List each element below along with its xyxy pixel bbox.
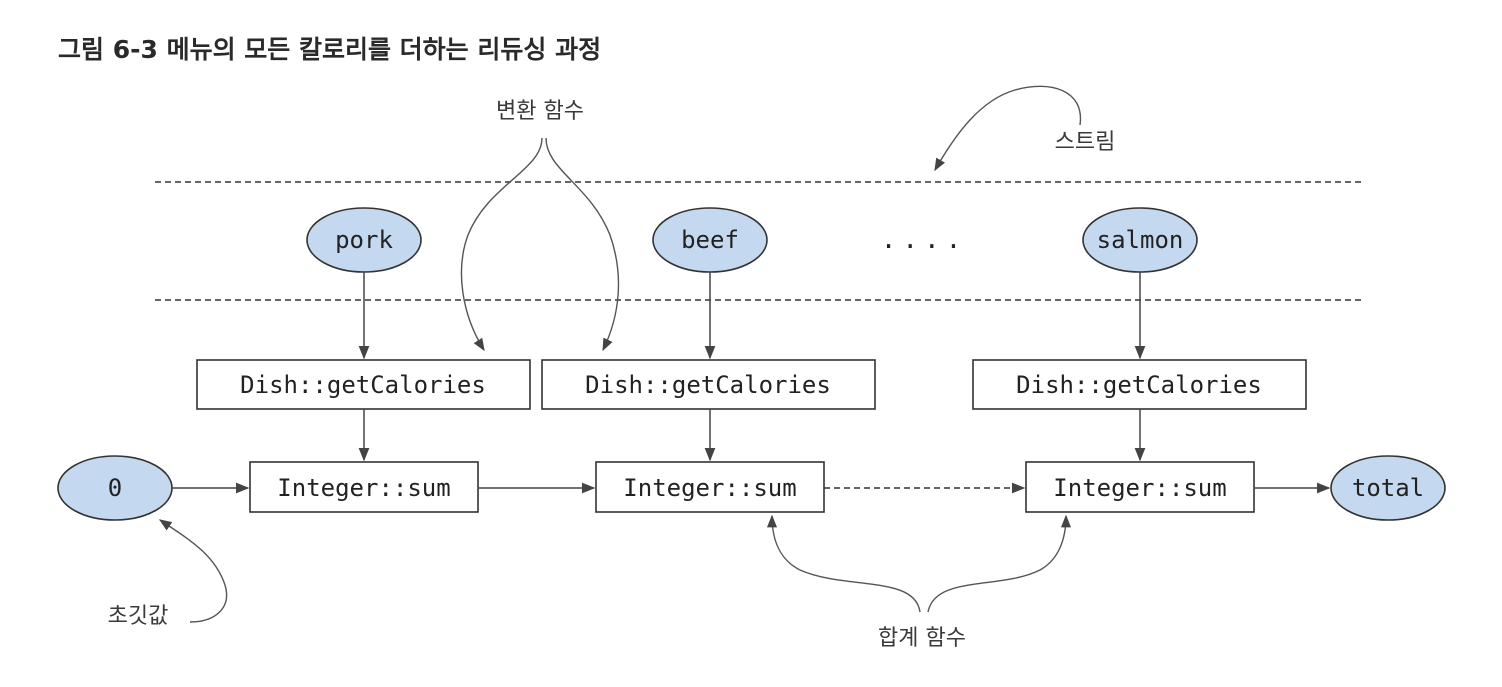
stream-item-beef: beef bbox=[652, 207, 768, 273]
result-node: total bbox=[1330, 455, 1446, 521]
stream-label: 스트림 bbox=[1055, 130, 1116, 155]
transform-function-label: 변환 함수 bbox=[496, 99, 584, 124]
mapper-box-2: Dish::getCalories bbox=[541, 359, 876, 410]
mapper-box-1: Dish::getCalories bbox=[196, 359, 531, 410]
mapper-box-3: Dish::getCalories bbox=[972, 359, 1307, 410]
svg-text:Dish::getCalories: Dish::getCalories bbox=[585, 371, 831, 399]
initial-value-label: 초깃값 bbox=[108, 604, 169, 629]
reducer-box-1: Integer::sum bbox=[249, 461, 479, 513]
reducer-box-3: Integer::sum bbox=[1025, 461, 1255, 513]
transform-arrow-right bbox=[545, 137, 620, 352]
svg-text:Integer::sum: Integer::sum bbox=[623, 474, 796, 502]
svg-text:0: 0 bbox=[108, 474, 122, 502]
stream-arrow bbox=[934, 85, 1082, 172]
svg-text:Integer::sum: Integer::sum bbox=[277, 474, 450, 502]
svg-text:pork: pork bbox=[335, 226, 393, 254]
svg-text:salmon: salmon bbox=[1097, 226, 1184, 254]
figure-title: 그림 6-3 메뉴의 모든 칼로리를 더하는 리듀싱 과정 bbox=[58, 35, 601, 64]
stream-item-salmon: salmon bbox=[1082, 207, 1198, 273]
svg-text:total: total bbox=[1352, 474, 1424, 502]
reducer-box-2: Integer::sum bbox=[595, 461, 825, 513]
svg-text:beef: beef bbox=[681, 226, 739, 254]
svg-text:Dish::getCalories: Dish::getCalories bbox=[1016, 371, 1262, 399]
stream-item-pork: pork bbox=[306, 207, 422, 273]
svg-text:Dish::getCalories: Dish::getCalories bbox=[240, 371, 486, 399]
sum-function-label: 합계 함수 bbox=[878, 626, 966, 651]
initial-value-node: 0 bbox=[57, 455, 173, 521]
svg-text:Integer::sum: Integer::sum bbox=[1053, 474, 1226, 502]
sum-arrow-left bbox=[766, 514, 921, 613]
initial-value-arrow bbox=[158, 519, 228, 623]
transform-arrow-left bbox=[460, 137, 543, 352]
sum-arrow-right bbox=[927, 514, 1072, 613]
stream-ellipsis: .... bbox=[881, 225, 968, 255]
